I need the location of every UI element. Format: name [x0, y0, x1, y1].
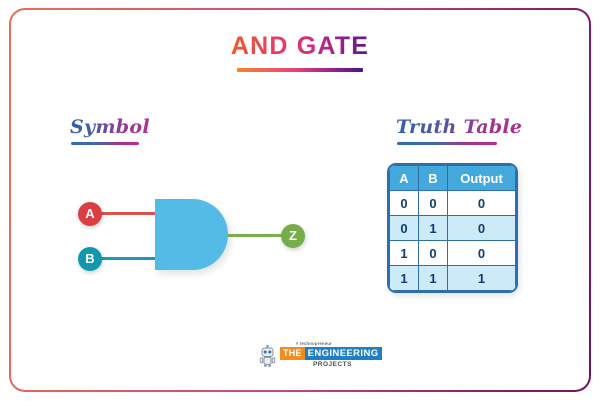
input-a-node: A: [78, 202, 102, 226]
cell-output: 0: [447, 240, 516, 266]
truth-table-grid: A B Output 0 0 0 0 1 0 1 0: [389, 165, 516, 291]
table-row: 0 0 0: [389, 190, 516, 216]
cell-a: 0: [389, 190, 419, 216]
robot-icon: [259, 345, 276, 367]
and-gate-symbol-shape: [155, 199, 228, 270]
cell-b: 1: [418, 265, 448, 291]
input-b-node: B: [78, 247, 102, 271]
table-row: 1 1 1: [389, 265, 516, 291]
truth-table-section-heading: Truth Table: [396, 116, 522, 145]
cell-a: 1: [389, 240, 419, 266]
and-gate-diagram: A B Z: [55, 185, 330, 295]
cell-b: 0: [418, 240, 448, 266]
truth-table-heading-underline: [397, 142, 497, 145]
truth-table-header: A B Output: [389, 165, 516, 191]
truth-table-header-output: Output: [447, 165, 516, 191]
input-a-wire: [100, 212, 158, 215]
symbol-heading-underline: [71, 142, 139, 145]
cell-output: 0: [447, 190, 516, 216]
truth-table-header-a: A: [389, 165, 419, 191]
symbol-heading-label: Symbol: [70, 116, 150, 138]
symbol-section-heading: Symbol: [70, 116, 150, 145]
output-z-node: Z: [281, 224, 305, 248]
output-z-wire: [225, 234, 285, 237]
page-title-underline: [237, 67, 363, 72]
table-row: 1 0 0: [389, 240, 516, 266]
page-title: AND GATE: [230, 32, 370, 60]
cell-a: 1: [389, 265, 419, 291]
logo-the-label: THE: [280, 347, 305, 360]
truth-table: A B Output 0 0 0 0 1 0 1 0: [387, 163, 518, 293]
truth-table-body: 0 0 0 0 1 0 1 0 0 1 1 1: [389, 190, 516, 291]
input-b-wire: [100, 257, 158, 260]
cell-b: 0: [418, 190, 448, 216]
table-row: 0 1 0: [389, 215, 516, 241]
cell-a: 0: [389, 215, 419, 241]
cell-b: 1: [418, 215, 448, 241]
truth-table-heading-label: Truth Table: [396, 116, 523, 138]
logo-projects-label: PROJECTS: [312, 361, 352, 368]
site-logo: # technopreneur THE ENGINEERING PROJECTS: [258, 341, 382, 371]
cell-output: 0: [447, 215, 516, 241]
logo-engineering-label: ENGINEERING: [304, 347, 382, 360]
truth-table-header-row: A B Output: [389, 165, 516, 191]
cell-output: 1: [447, 265, 516, 291]
truth-table-header-b: B: [418, 165, 448, 191]
logo-wordmark: THE ENGINEERING: [280, 347, 382, 360]
logo-tagline: # technopreneur: [296, 341, 332, 346]
page-title-block: AND GATE: [0, 32, 600, 72]
